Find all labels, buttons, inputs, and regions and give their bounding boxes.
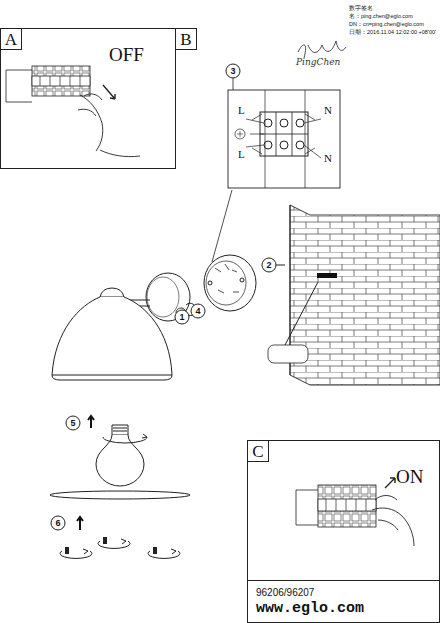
terminal-label: L (238, 104, 245, 116)
model-number: 96206/96207 (256, 587, 314, 598)
signature-note: 名：ping.chen@eglo.com (349, 13, 413, 19)
terminal-label: N (324, 152, 332, 164)
callout-number: 2 (262, 258, 276, 272)
terminal-label: N (324, 104, 332, 116)
signature-note: 数字签名 (349, 5, 373, 12)
panel-box: C ON (247, 440, 440, 581)
callout-number: 3 (226, 64, 240, 78)
callout-number: 4 (191, 304, 205, 318)
switch-state: OFF (109, 45, 144, 66)
signature: PingChen (296, 58, 340, 68)
signature-note: DN：cn=ping.chen@eglo.com (349, 21, 424, 27)
panel-letter: C (247, 440, 269, 462)
callout-number: 1 (175, 310, 189, 324)
website: www.eglo.com (256, 601, 364, 618)
switch-state: ON (396, 467, 423, 488)
panel-letter: B (175, 28, 197, 50)
signature-note: 日期：2016.11.04 12:02:00 +08'00' (349, 29, 436, 35)
panel-box: 96206/96207 www.eglo.com (247, 580, 440, 623)
terminal-label: L (238, 148, 245, 160)
callout-number: 6 (51, 516, 65, 530)
panel-box: A OFF (0, 28, 176, 169)
callout-number: 5 (66, 416, 80, 430)
panel-letter: A (0, 28, 22, 50)
